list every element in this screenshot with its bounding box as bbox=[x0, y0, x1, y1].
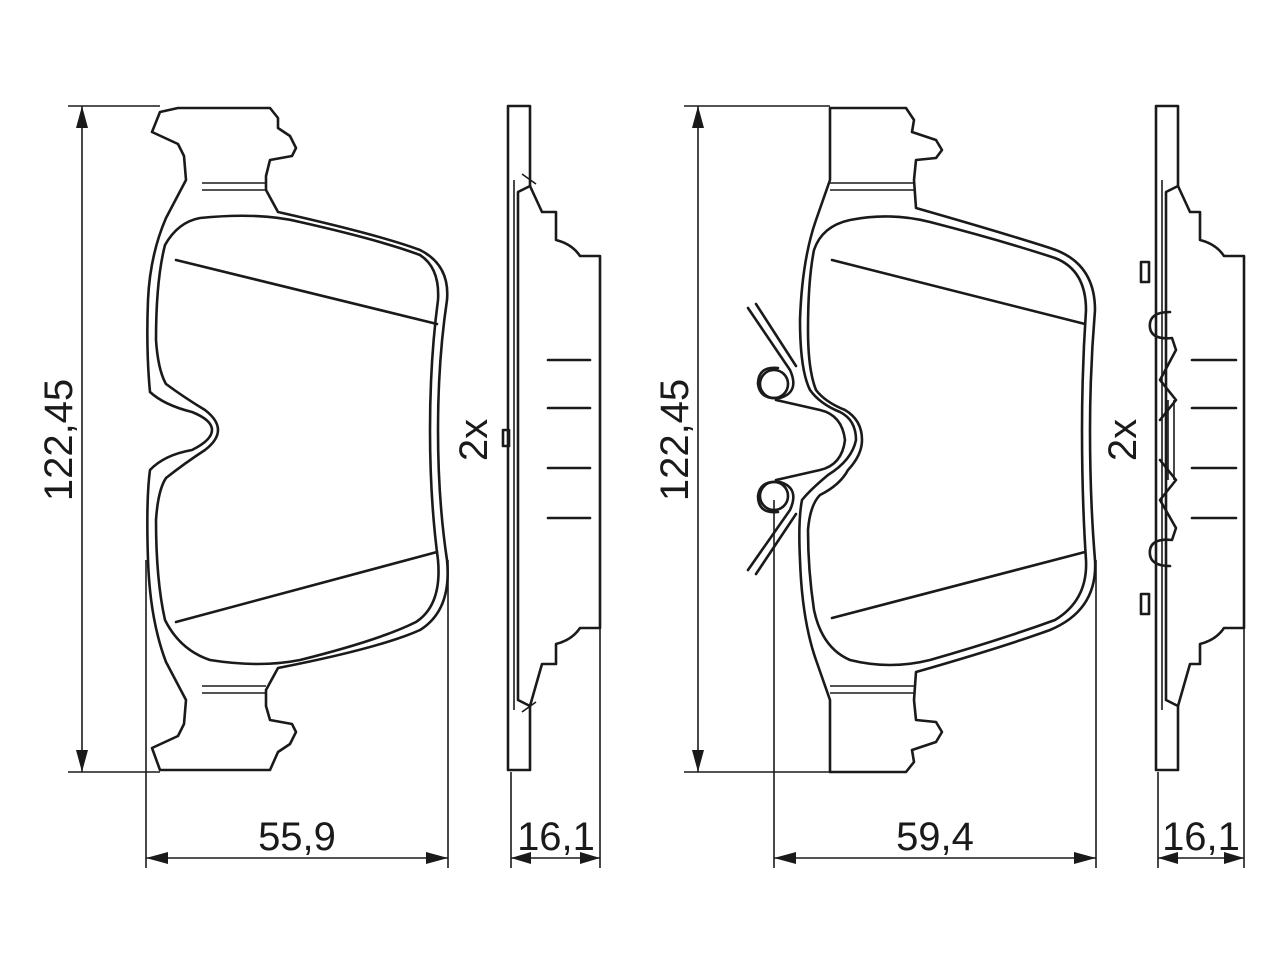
left-height-label: 122,45 bbox=[37, 379, 81, 501]
left-pad-side-view bbox=[501, 104, 602, 772]
right-width-dimension bbox=[773, 500, 1097, 868]
right-thickness-label: 16,1 bbox=[1162, 815, 1240, 859]
right-pad-front-view bbox=[746, 106, 1097, 774]
left-pad-front-view bbox=[146, 106, 449, 772]
left-thickness-dimension bbox=[510, 628, 601, 868]
right-pad-side-view bbox=[1139, 104, 1246, 772]
right-height-dimension bbox=[684, 105, 830, 773]
left-width-dimension bbox=[145, 560, 449, 868]
left-width-label: 55,9 bbox=[258, 815, 336, 859]
left-thickness-label: 16,1 bbox=[517, 815, 595, 859]
right-thickness-dimension bbox=[1157, 628, 1245, 868]
left-quantity-label: 2x bbox=[452, 419, 496, 461]
left-height-dimension bbox=[68, 105, 160, 773]
right-width-label: 59,4 bbox=[896, 815, 974, 859]
right-quantity-label: 2x bbox=[1101, 419, 1145, 461]
right-height-label: 122,45 bbox=[653, 379, 697, 501]
